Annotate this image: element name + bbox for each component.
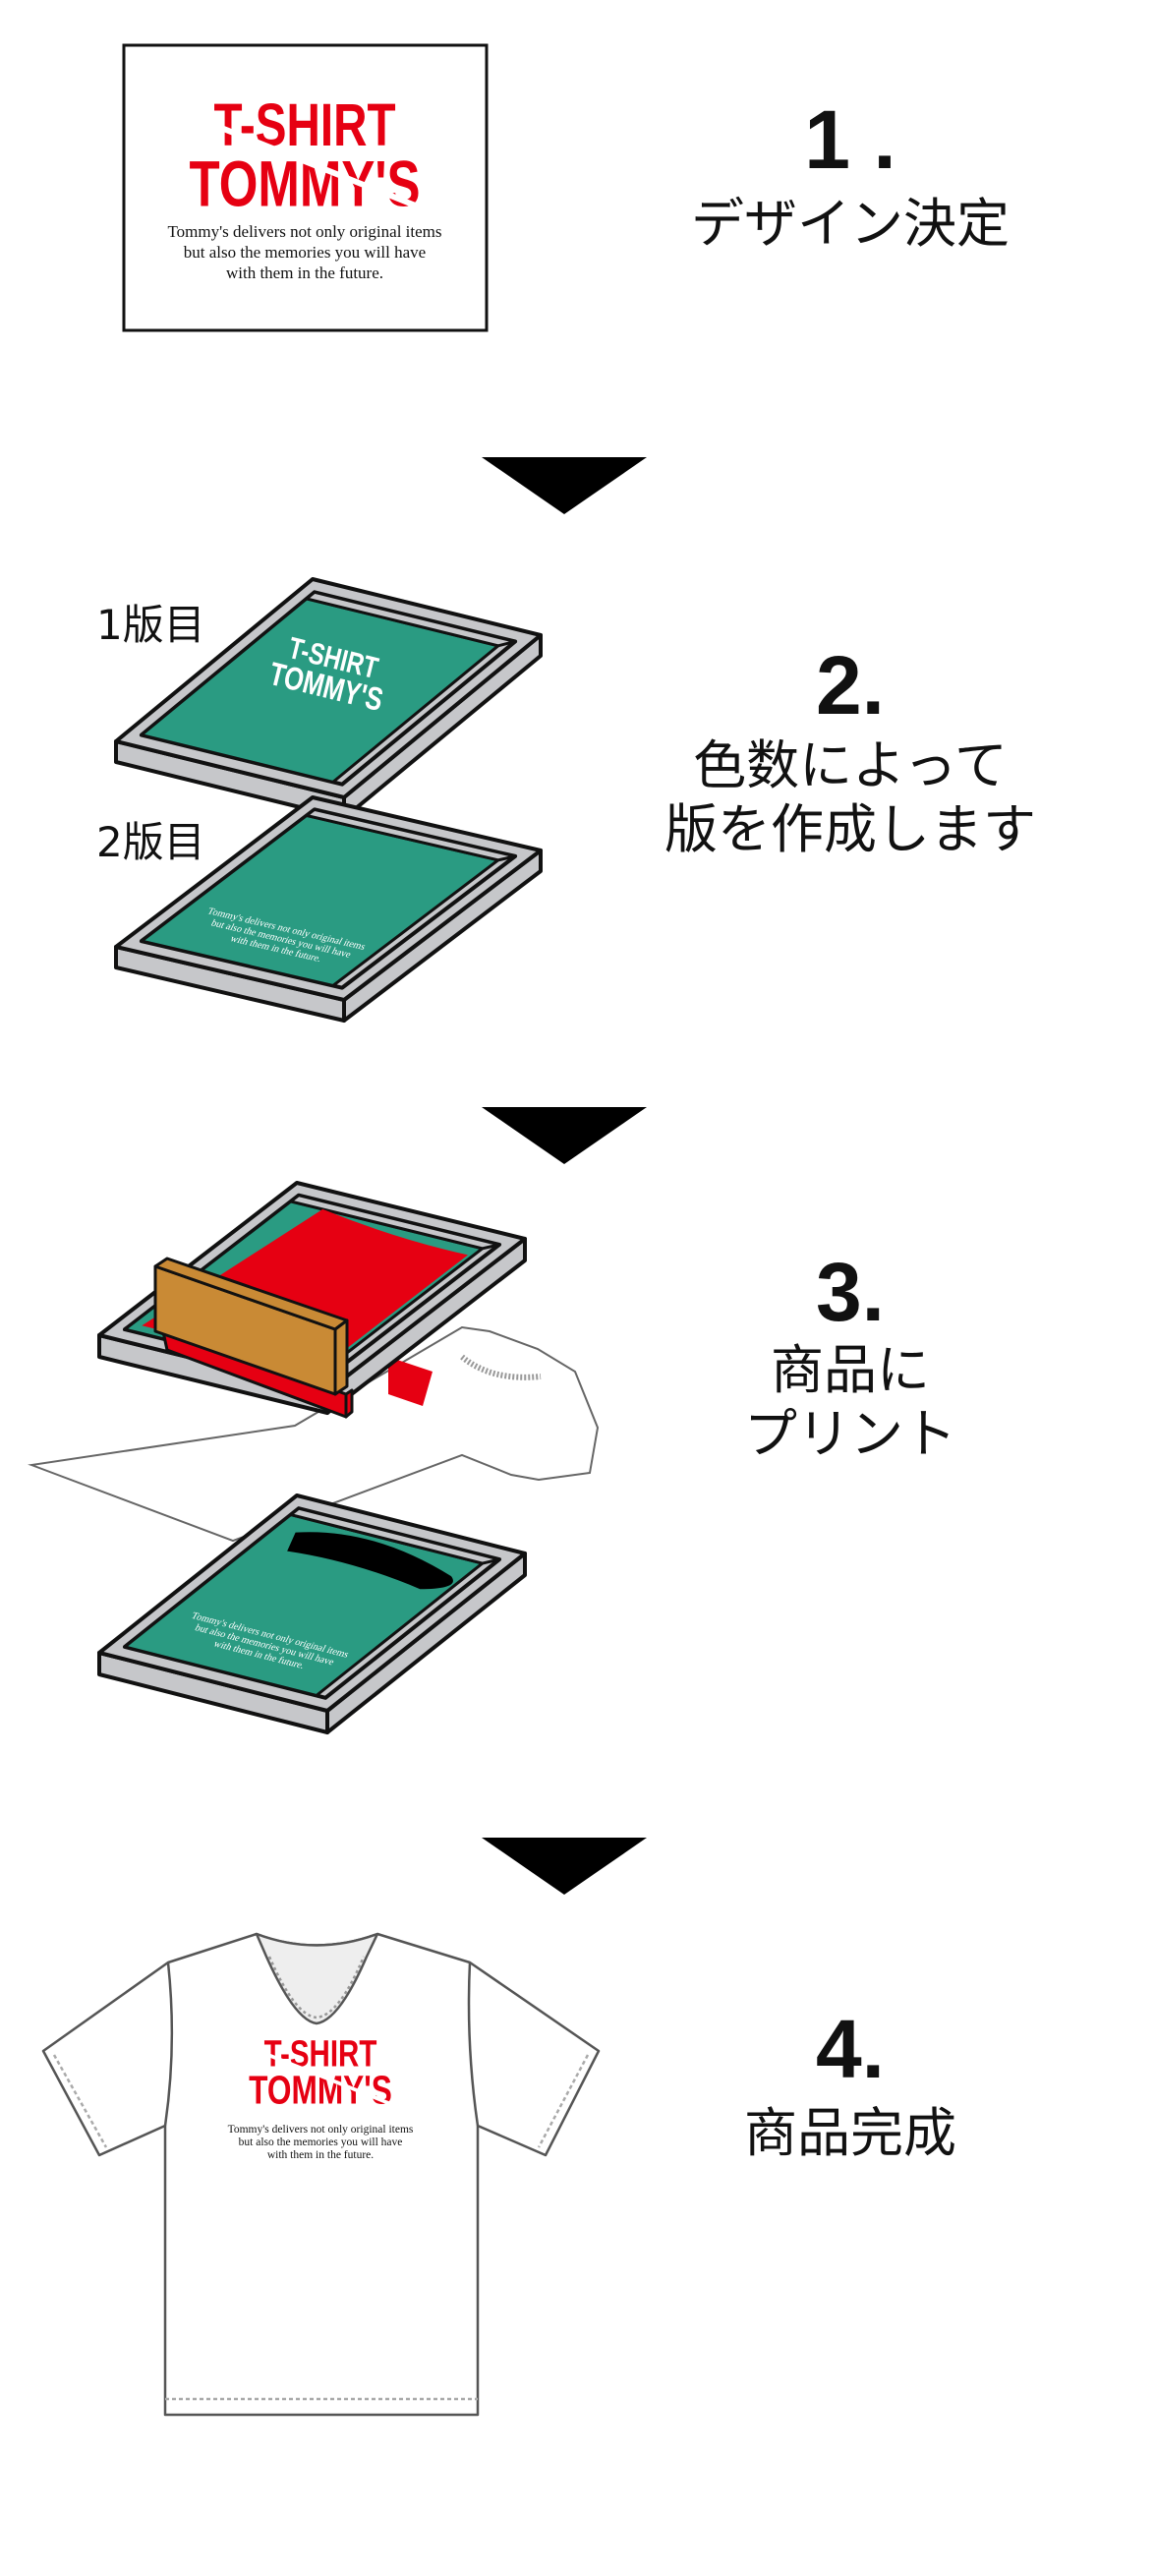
logo: T-SHIRT TOMMY'S	[189, 90, 420, 220]
down-arrow-icon	[482, 457, 647, 514]
step-number: 1 .	[804, 93, 896, 186]
shirt-tagline-3: with them in the future.	[267, 2149, 374, 2161]
finished-tshirt: T-SHIRT TOMMY'S Tommy's delivers not onl…	[41, 1932, 601, 2417]
step-number: 3.	[815, 1246, 886, 1338]
squeegee	[153, 1257, 354, 1419]
step-3: 3. 商品に プリント	[629, 1251, 1071, 1467]
printed-logo-fragment	[388, 1357, 433, 1406]
black-ink	[287, 1532, 453, 1590]
tagline-1: Tommy's delivers not only original items	[167, 222, 441, 241]
shirt-logo-line1: T-SHIRT	[264, 2033, 377, 2076]
step-title: 商品完成	[744, 2102, 956, 2164]
screen-frame: Tommy's delivers not only original items…	[97, 1493, 527, 1734]
step-2: 2. 色数によって 版を作成します	[629, 644, 1071, 862]
step-title: デザイン決定	[691, 193, 1010, 255]
step-title-line: 色数によって	[693, 734, 1008, 796]
frame-inner-wall	[289, 1194, 501, 1251]
down-arrow-icon	[482, 1107, 647, 1164]
tagline-3: with them in the future.	[226, 263, 383, 282]
step-title-line: プリント	[744, 1402, 956, 1465]
frame-inner-wall	[305, 590, 517, 648]
step-number: 2.	[815, 639, 886, 732]
frame-inner-wall	[289, 1506, 501, 1565]
logo-line1: T-SHIRT	[213, 90, 395, 158]
plate-label-2: 2版目	[96, 818, 205, 866]
step-title-line: 商品に	[771, 1339, 930, 1401]
step-4: 4. 商品完成	[629, 2008, 1071, 2166]
shirt-tagline-2: but also the memories you will have	[239, 2137, 403, 2148]
shirt-tagline-1: Tommy's delivers not only original items	[228, 2124, 414, 2136]
design-card: T-SHIRT TOMMY'S Tommy's delivers not onl…	[122, 43, 489, 332]
step-number: 4.	[815, 2003, 886, 2095]
screen-frame: Tommy's delivers not only original items…	[114, 795, 543, 1023]
frame-inner-wall	[305, 807, 517, 862]
tagline-2: but also the memories you will have	[184, 243, 426, 262]
plate-label-1: 1版目	[96, 601, 205, 649]
down-arrow-icon	[482, 1838, 647, 1895]
step-1: 1 . デザイン決定	[629, 98, 1071, 257]
step-title-line: 版を作成します	[664, 797, 1036, 860]
flat-tshirt	[28, 1325, 600, 1543]
